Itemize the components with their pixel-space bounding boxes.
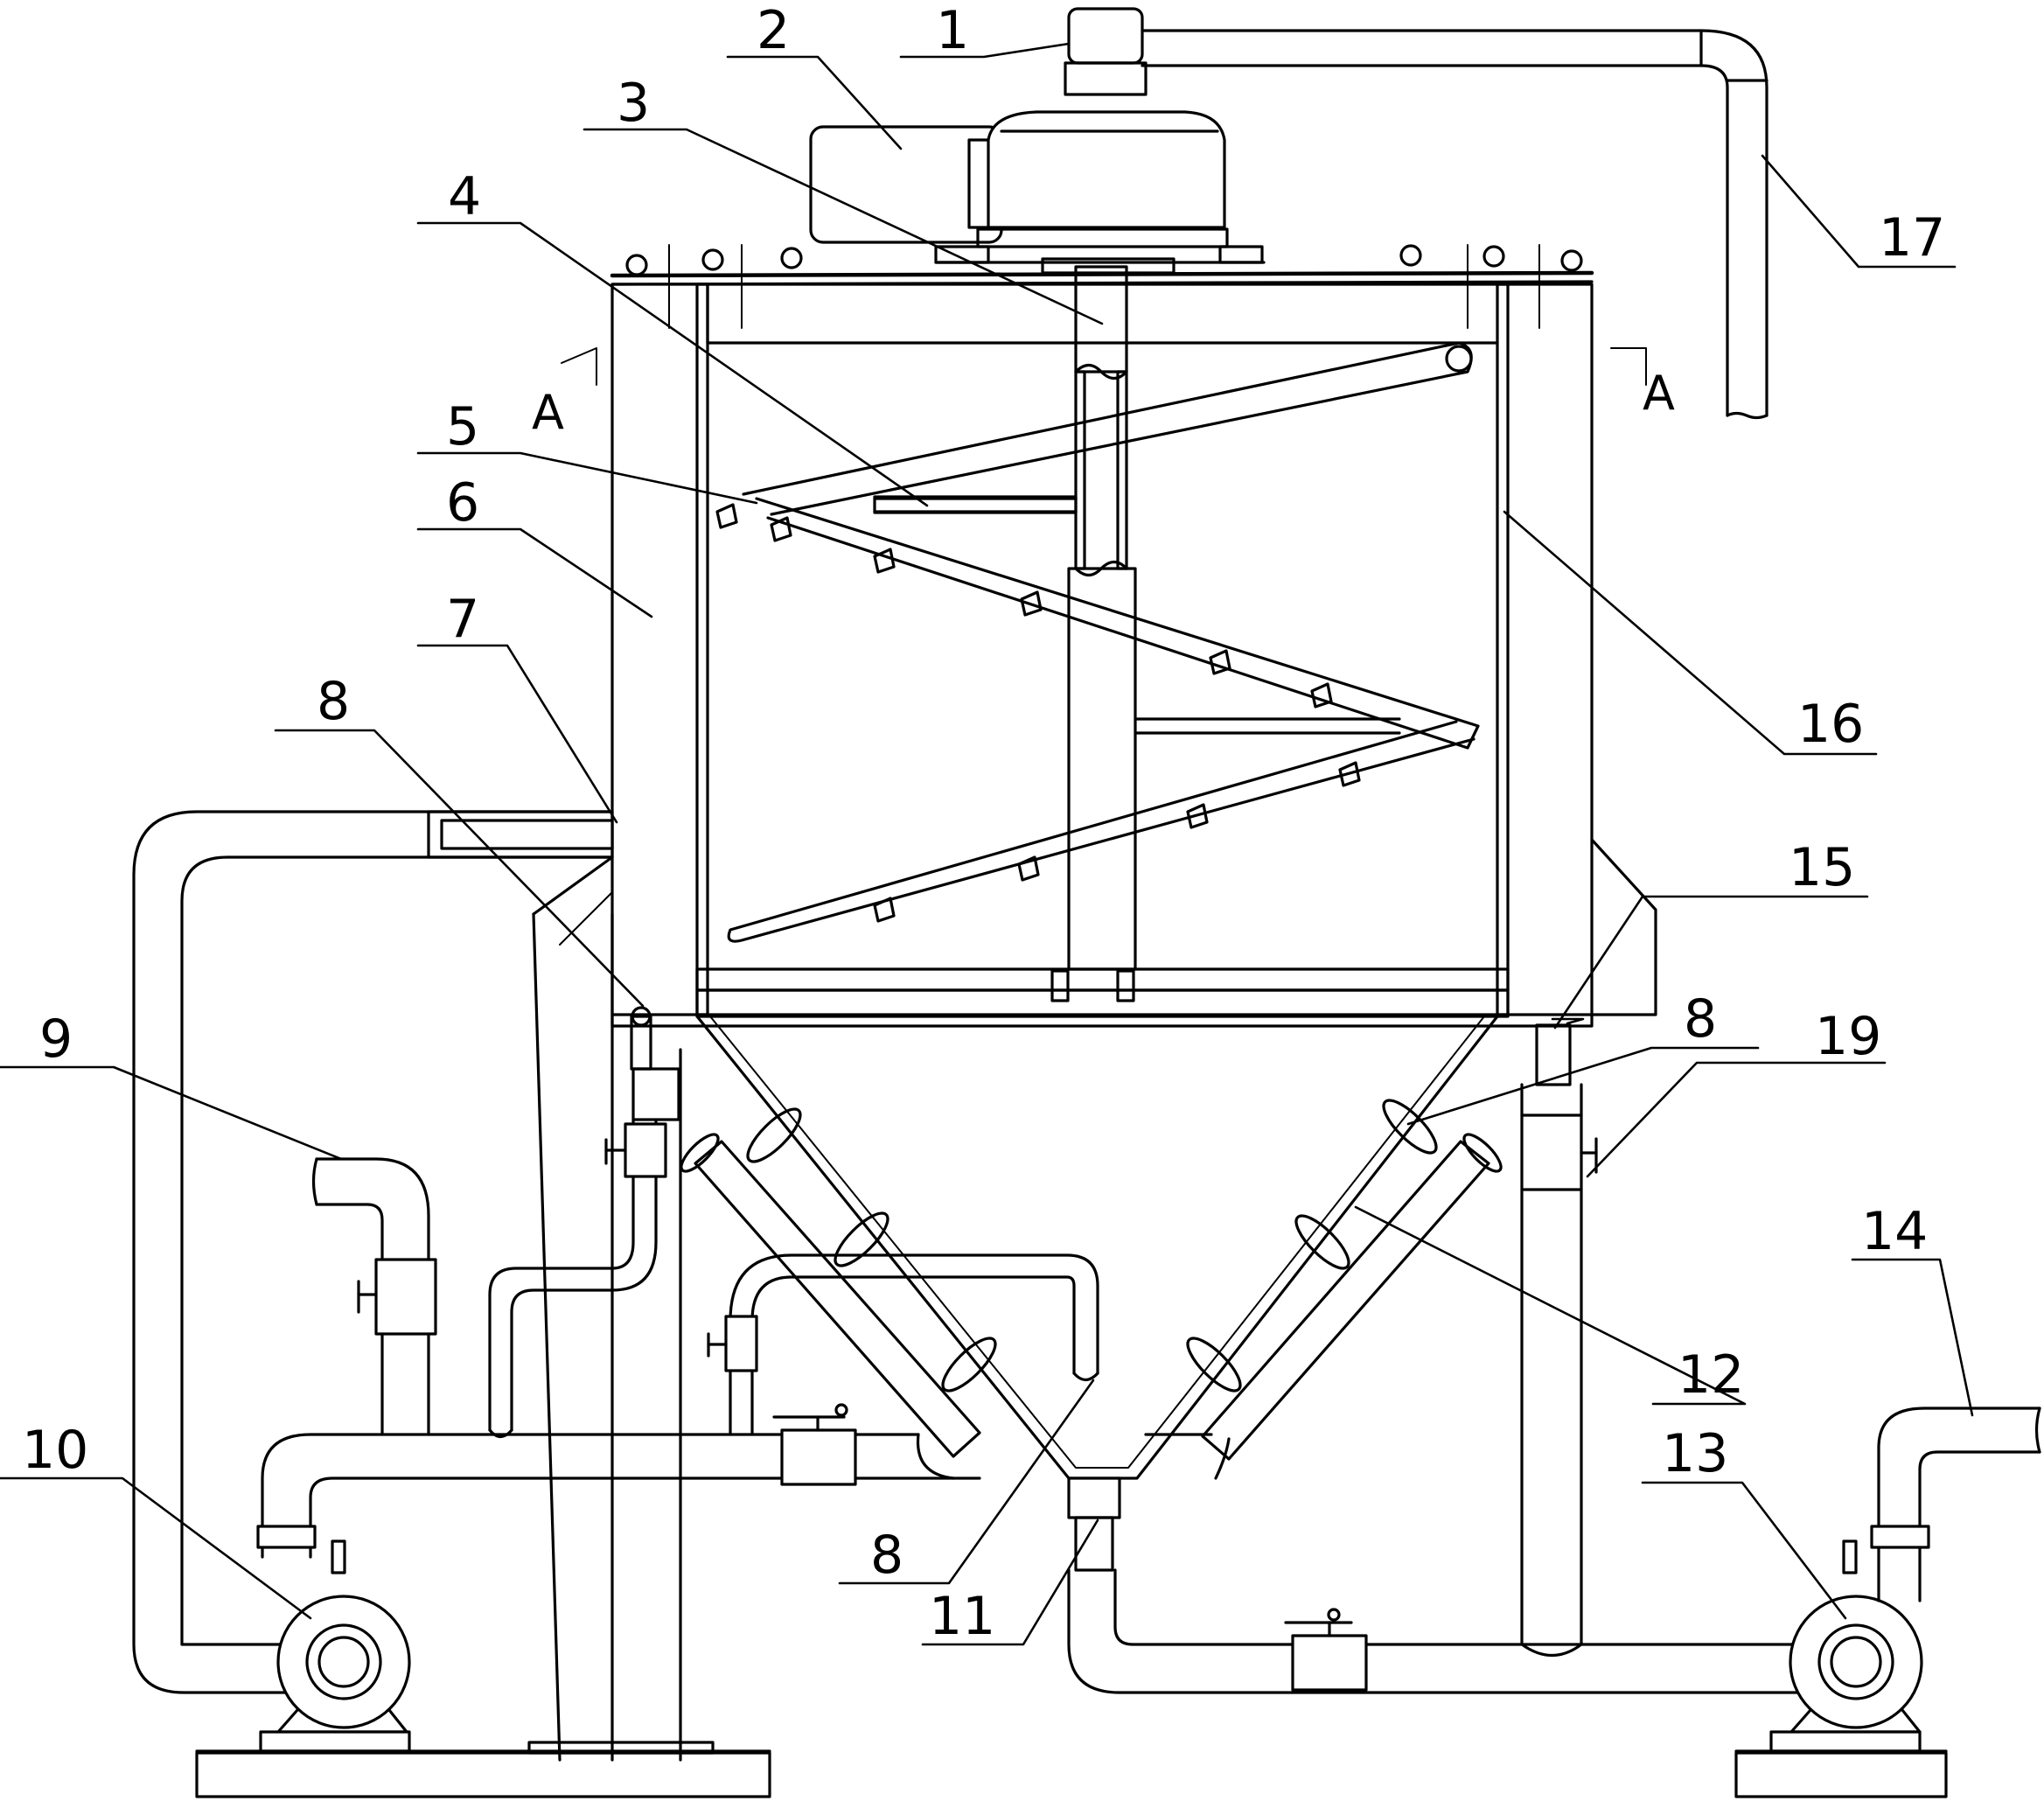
- label-7: 7: [446, 589, 479, 650]
- label-3: 3: [617, 73, 650, 134]
- callout-labels: 1 2 3 4 5 6 7 8 9 10 8 11 12 13 14 15 8 …: [22, 0, 1945, 1647]
- label-9: 9: [39, 1009, 73, 1070]
- left-valve: [780, 1428, 857, 1486]
- spiral-spray-pipe: [715, 341, 1480, 943]
- section-label-right: A: [1643, 366, 1675, 421]
- left-main-pipe: [256, 1253, 1099, 1559]
- gearbox: [987, 110, 1226, 229]
- label-13: 13: [1662, 1423, 1728, 1484]
- cone-hopper: [695, 1015, 1499, 1572]
- support-legs: [532, 855, 682, 1762]
- section-label-left: A: [532, 385, 564, 440]
- right-cone-pipe: [1186, 1099, 1503, 1461]
- lid-lugs: [625, 244, 1583, 329]
- right-valve: [1291, 1634, 1368, 1692]
- label-10: 10: [22, 1420, 88, 1481]
- label-6: 6: [446, 472, 479, 534]
- jacket-outer: [610, 283, 1594, 1028]
- left-cone-pipe: [680, 1107, 997, 1458]
- left-pump: [259, 1539, 411, 1753]
- inlet-pipe: [311, 1157, 437, 1436]
- motor: [809, 125, 1003, 244]
- leader-lines: [0, 42, 1974, 1646]
- motor-assembly: [809, 7, 1768, 420]
- nozzles: [715, 503, 1361, 923]
- label-12: 12: [1678, 1344, 1744, 1406]
- section-marks: A A: [532, 347, 1675, 440]
- ground: [195, 1741, 1948, 1798]
- inner-wall-left: [695, 283, 709, 1016]
- right-pump: [1769, 1407, 2041, 1753]
- label-17: 17: [1879, 207, 1945, 269]
- label-11: 11: [929, 1586, 995, 1647]
- left-drain-pipe: [488, 1006, 680, 1439]
- label-5: 5: [446, 396, 479, 457]
- label-16: 16: [1797, 694, 1864, 755]
- label-2: 2: [757, 0, 790, 61]
- label-8-left: 8: [317, 671, 350, 732]
- label-8-right: 8: [1684, 988, 1717, 1050]
- label-19: 19: [1815, 1006, 1881, 1067]
- exhaust-pipe: [1141, 29, 1768, 417]
- label-1: 1: [936, 0, 969, 61]
- label-15: 15: [1789, 837, 1855, 898]
- cone-outlet: [1067, 1476, 1121, 1519]
- top-unit: [1067, 7, 1144, 65]
- label-14: 14: [1861, 1201, 1928, 1262]
- shaft: [1067, 265, 1137, 971]
- label-4: 4: [448, 166, 481, 227]
- label-8-bottom: 8: [870, 1525, 903, 1586]
- left-loop-pipe: [132, 810, 614, 1694]
- right-main-pipe: [1067, 1433, 1847, 1694]
- right-riser-pipe: [1520, 1023, 1598, 1657]
- inner-wall-right: [1496, 283, 1510, 1016]
